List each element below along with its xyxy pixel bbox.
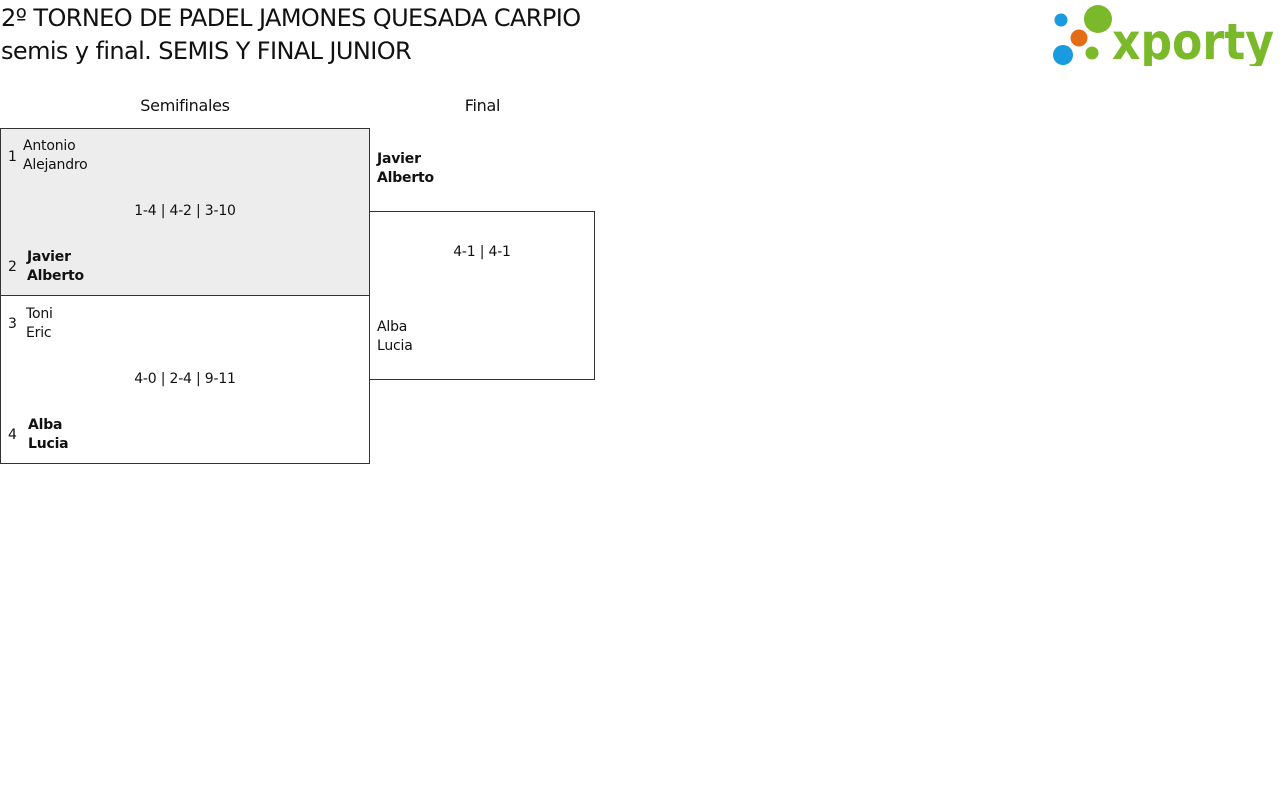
final-team-2[interactable]: Alba Lucia bbox=[377, 318, 413, 356]
player-name: Javier bbox=[27, 249, 71, 265]
player-name: Javier bbox=[377, 151, 421, 167]
logo-dot-green-small bbox=[1085, 46, 1099, 60]
semifinal-match-1[interactable]: 1 Antonio Alejandro 1-4 | 4-2 | 3-10 2 J… bbox=[0, 128, 370, 296]
player-name: Alberto bbox=[377, 170, 434, 186]
logo-dot-blue-bottom bbox=[1053, 45, 1073, 65]
team-2-winner[interactable]: Alba Lucia bbox=[28, 416, 69, 454]
player-name: Antonio bbox=[23, 138, 76, 154]
player-name: Eric bbox=[26, 325, 52, 341]
tournament-title: 2º TORNEO DE PADEL JAMONES QUESADA CARPI… bbox=[1, 2, 581, 68]
logo-dot-blue-top bbox=[1054, 13, 1068, 27]
team-1[interactable]: Toni Eric bbox=[26, 305, 53, 343]
player-name: Lucia bbox=[377, 338, 413, 354]
player-name: Alba bbox=[28, 417, 63, 433]
round-header-final: Final bbox=[464, 96, 501, 115]
logo-dot-green-big bbox=[1084, 5, 1112, 33]
title-line-2: semis y final. SEMIS Y FINAL JUNIOR bbox=[1, 37, 412, 65]
logo-dot-orange bbox=[1070, 29, 1088, 47]
round-header-semifinals: Semifinales bbox=[140, 96, 230, 115]
match-score: 4-1 | 4-1 bbox=[453, 244, 511, 260]
match-score: 4-0 | 2-4 | 9-11 bbox=[134, 371, 236, 387]
logo-text: xporty bbox=[1112, 13, 1274, 66]
player-name: Alberto bbox=[27, 268, 84, 284]
final-match[interactable]: 4-1 | 4-1 Alba Lucia bbox=[369, 211, 595, 380]
team-1[interactable]: Antonio Alejandro bbox=[23, 137, 88, 175]
player-name: Alejandro bbox=[23, 157, 88, 173]
seed-number: 4 bbox=[8, 427, 17, 443]
title-line-1: 2º TORNEO DE PADEL JAMONES QUESADA CARPI… bbox=[1, 4, 581, 32]
seed-number: 1 bbox=[8, 149, 17, 165]
player-name: Alba bbox=[377, 319, 408, 335]
semifinal-match-2[interactable]: 3 Toni Eric 4-0 | 2-4 | 9-11 4 Alba Luci… bbox=[0, 295, 370, 464]
seed-number: 3 bbox=[8, 316, 17, 332]
player-name: Toni bbox=[26, 306, 53, 322]
seed-number: 2 bbox=[8, 259, 17, 275]
xporty-logo[interactable]: xporty bbox=[1050, 4, 1276, 66]
player-name: Lucia bbox=[28, 436, 69, 452]
team-2-winner[interactable]: Javier Alberto bbox=[27, 248, 84, 286]
match-score: 1-4 | 4-2 | 3-10 bbox=[134, 203, 236, 219]
final-team-1-winner[interactable]: Javier Alberto bbox=[377, 150, 434, 188]
